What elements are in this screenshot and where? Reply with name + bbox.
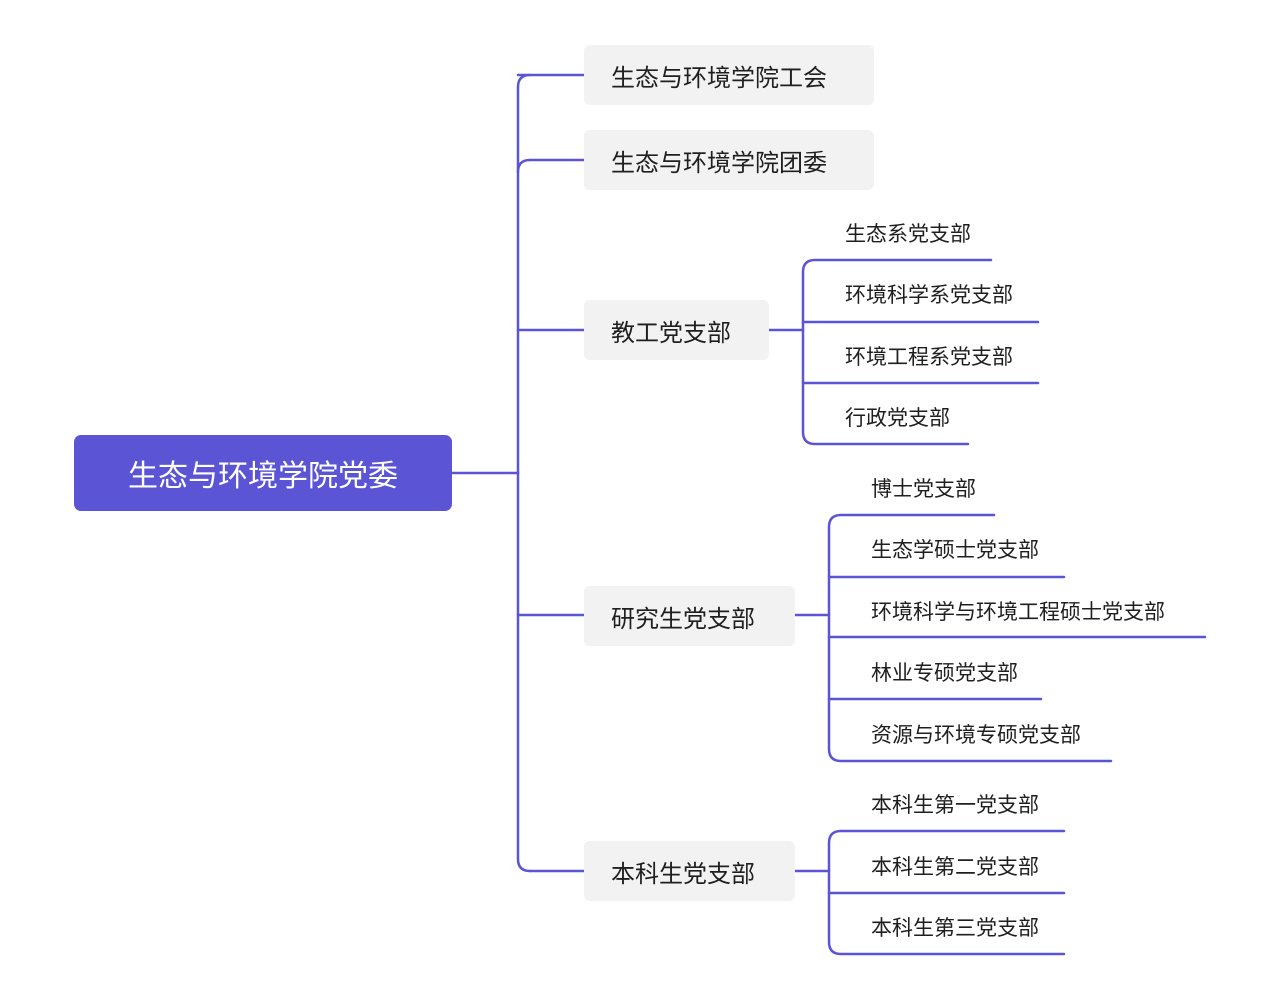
leaf-node[interactable]: 环境工程系党支部 (845, 345, 1013, 369)
leaf-node[interactable]: 博士党支部 (871, 477, 976, 501)
leaf-node[interactable]: 生态学硕士党支部 (871, 538, 1039, 562)
root-node[interactable]: 生态与环境学院党委 (74, 435, 452, 511)
branch-node-youth-league[interactable]: 生态与环境学院团委 (584, 130, 874, 190)
leaf-node[interactable]: 生态系党支部 (845, 222, 971, 246)
leaf-node[interactable]: 环境科学与环境工程硕士党支部 (871, 600, 1165, 624)
branch-node-undergraduate[interactable]: 本科生党支部 (584, 841, 795, 901)
leaf-node[interactable]: 环境科学系党支部 (845, 283, 1013, 307)
leaf-node[interactable]: 本科生第一党支部 (871, 793, 1039, 817)
branch-node-union[interactable]: 生态与环境学院工会 (584, 45, 874, 105)
leaf-node[interactable]: 行政党支部 (845, 406, 950, 430)
branch-node-graduate[interactable]: 研究生党支部 (584, 586, 795, 646)
leaf-node[interactable]: 林业专硕党支部 (871, 661, 1018, 685)
connector-branch-2 (516, 158, 532, 174)
branch-node-faculty[interactable]: 教工党支部 (584, 300, 769, 360)
leaf-node[interactable]: 本科生第三党支部 (871, 916, 1039, 940)
connector-trunk (516, 73, 532, 873)
leaf-node[interactable]: 资源与环境专硕党支部 (871, 723, 1081, 747)
leaf-node[interactable]: 本科生第二党支部 (871, 855, 1039, 879)
